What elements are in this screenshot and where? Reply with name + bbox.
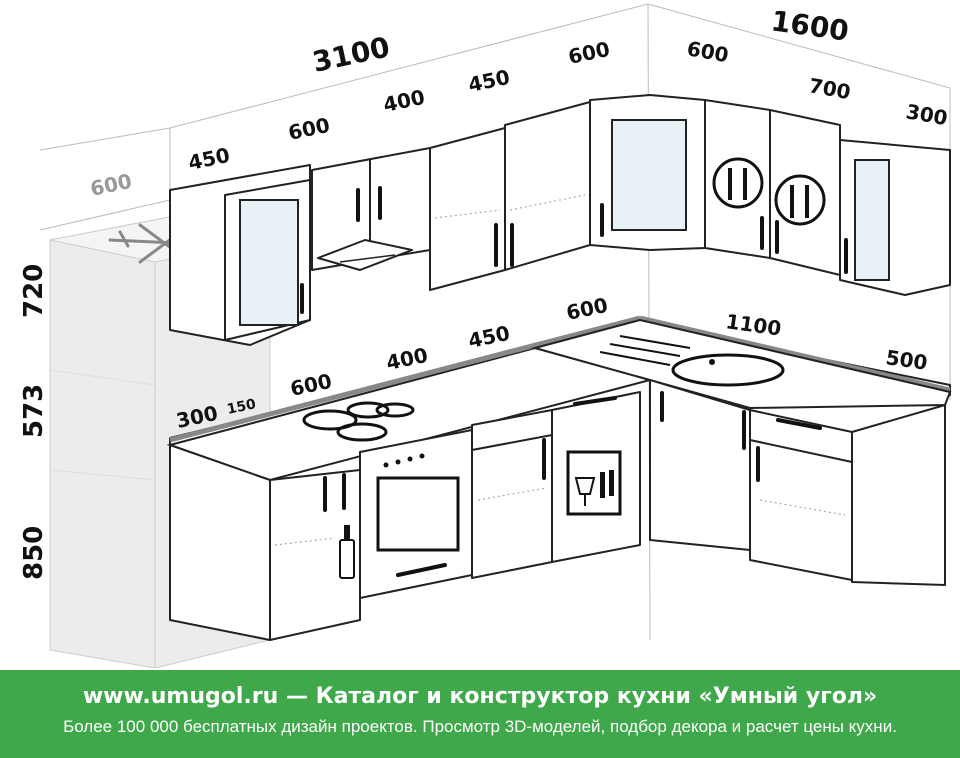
hob <box>302 401 415 442</box>
dim-upper-left-1: 450 <box>186 143 232 175</box>
dim-total-left: 3100 <box>310 30 393 78</box>
cutlery-icon <box>712 157 764 209</box>
oven <box>359 429 473 599</box>
footer-title[interactable]: www.umugol.ru — Каталог и конструктор ку… <box>82 684 878 709</box>
dim-lower-left-6: 600 <box>564 293 610 325</box>
lower-cabinets-right <box>649 379 946 586</box>
dim-upper-left-2: 600 <box>286 113 332 145</box>
dim-height-upper: 720 <box>19 264 49 318</box>
dishwasher <box>551 391 641 563</box>
upper-cabinets-left <box>169 94 706 346</box>
kitchen-diagram: 3100 1600 450 600 400 450 600 600 700 30… <box>19 3 952 668</box>
dim-upper-left-4: 450 <box>466 65 512 97</box>
upper-cabinets-right <box>704 99 951 296</box>
dim-lower-left-2: 150 <box>226 396 258 418</box>
dim-height-lower: 850 <box>19 526 49 580</box>
dim-upper-right-1: 600 <box>685 36 730 67</box>
dim-upper-left-5: 600 <box>566 37 612 69</box>
dim-upper-right-2: 700 <box>807 73 852 104</box>
dim-upper-right-3: 300 <box>904 99 949 130</box>
cutlery-icon <box>774 174 826 226</box>
sink <box>599 335 785 387</box>
dim-lower-right-1: 1100 <box>724 309 782 341</box>
dim-lower-left-3: 600 <box>288 369 334 401</box>
dim-fridge-depth: 600 <box>88 169 134 201</box>
glass-icon <box>574 477 596 506</box>
dim-lower-left-5: 450 <box>466 321 512 353</box>
footer-subtitle: Более 100 000 бесплатных дизайн проектов… <box>63 717 897 736</box>
lower-cabinets-left <box>169 391 641 641</box>
dim-height-middle: 573 <box>19 384 49 438</box>
dim-upper-left-3: 400 <box>381 85 427 117</box>
dim-lower-left-4: 400 <box>384 343 430 375</box>
range-hood <box>317 239 413 271</box>
dim-lower-right-2: 500 <box>884 345 929 375</box>
footer-banner: www.umugol.ru — Каталог и конструктор ку… <box>0 670 960 758</box>
bottle-icon <box>339 525 355 579</box>
